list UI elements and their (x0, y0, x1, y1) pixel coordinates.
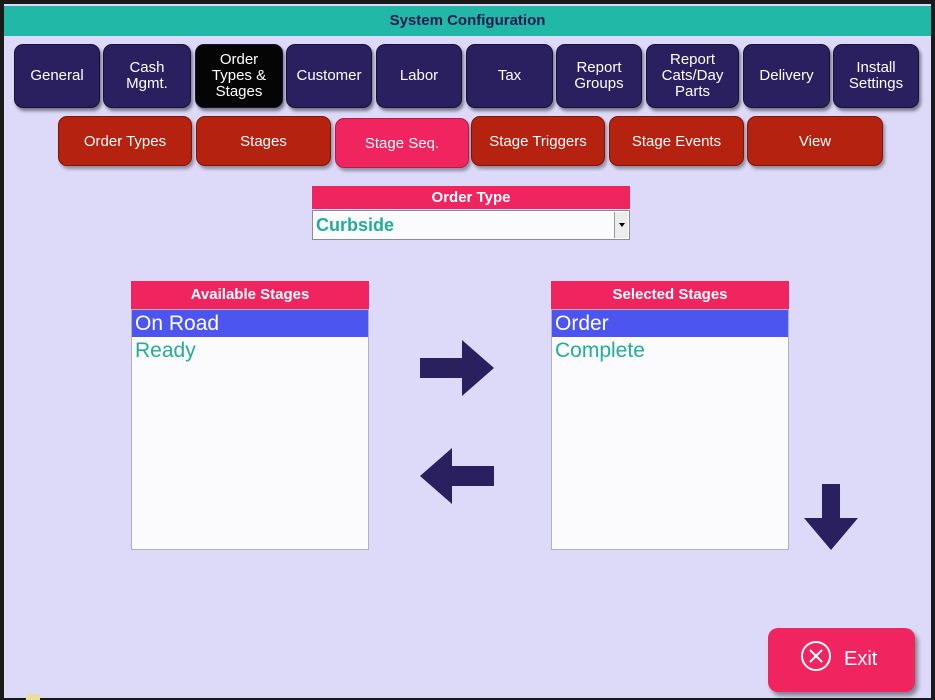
tab-report-cats-day-parts[interactable]: Report Cats/Day Parts (646, 44, 739, 108)
taskbar-corner (26, 694, 40, 700)
exit-button[interactable]: Exit (768, 628, 915, 692)
subtab-view[interactable]: View (747, 116, 883, 166)
circle-x-icon (801, 641, 831, 671)
exit-label: Exit (844, 648, 878, 670)
arrow-right-icon[interactable] (418, 338, 496, 398)
available-stage-item[interactable]: On Road (132, 310, 368, 337)
selected-stage-item[interactable]: Complete (555, 339, 645, 362)
tab-general[interactable]: General (14, 44, 100, 108)
tab-report-groups[interactable]: Report Groups (556, 44, 642, 108)
subtab-stage-seq[interactable]: Stage Seq. (335, 118, 469, 168)
tab-tax[interactable]: Tax (466, 44, 553, 108)
dropdown-arrow-icon[interactable] (614, 212, 628, 238)
order-type-select[interactable]: Curbside (312, 210, 630, 240)
selected-stage-item[interactable]: Order (552, 310, 788, 337)
subtab-stage-triggers[interactable]: Stage Triggers (471, 116, 605, 166)
available-stages-list[interactable]: On Road Ready (131, 309, 369, 550)
tab-labor[interactable]: Labor (376, 44, 462, 108)
tab-cash-mgmt[interactable]: Cash Mgmt. (103, 44, 191, 108)
order-type-header: Order Type (312, 186, 630, 209)
window-title: System Configuration (4, 6, 931, 36)
tab-order-types-stages[interactable]: Order Types & Stages (195, 44, 283, 108)
tab-delivery[interactable]: Delivery (743, 44, 830, 108)
selected-stages-list[interactable]: Order Complete (551, 309, 789, 550)
subtab-stage-events[interactable]: Stage Events (609, 116, 744, 166)
system-configuration-window: System Configuration General Cash Mgmt. … (4, 4, 931, 698)
tab-install-settings[interactable]: Install Settings (833, 44, 919, 108)
arrow-left-icon[interactable] (418, 446, 496, 506)
order-type-value: Curbside (316, 215, 395, 235)
subtab-stages[interactable]: Stages (196, 116, 331, 166)
available-stage-item[interactable]: Ready (135, 339, 196, 362)
arrow-down-icon[interactable] (802, 482, 860, 552)
available-stages-header: Available Stages (131, 281, 369, 309)
subtab-order-types[interactable]: Order Types (58, 116, 192, 166)
tab-customer[interactable]: Customer (286, 44, 372, 108)
selected-stages-header: Selected Stages (551, 281, 789, 309)
